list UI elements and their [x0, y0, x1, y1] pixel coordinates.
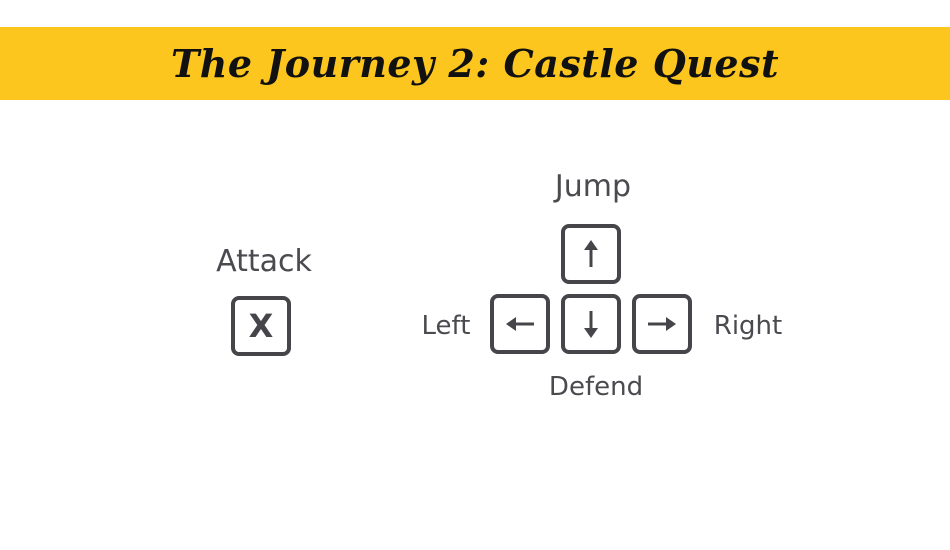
title-banner: The Journey 2: Castle Quest — [0, 27, 950, 100]
arrow-left-icon — [506, 317, 534, 331]
attack-label: Attack — [216, 244, 312, 279]
game-title: The Journey 2: Castle Quest — [170, 41, 780, 86]
down-arrow-key — [561, 294, 621, 354]
attack-key-char: X — [248, 307, 274, 345]
arrow-right-icon — [648, 317, 676, 331]
right-label: Right — [713, 311, 783, 341]
left-arrow-key — [490, 294, 550, 354]
up-arrow-key — [561, 224, 621, 284]
right-arrow-key — [632, 294, 692, 354]
arrow-up-icon — [584, 240, 598, 267]
jump-label: Jump — [554, 169, 632, 204]
defend-label: Defend — [548, 372, 644, 402]
left-label: Left — [421, 311, 471, 341]
attack-key-x: X — [231, 296, 291, 356]
arrow-down-icon — [584, 311, 598, 338]
